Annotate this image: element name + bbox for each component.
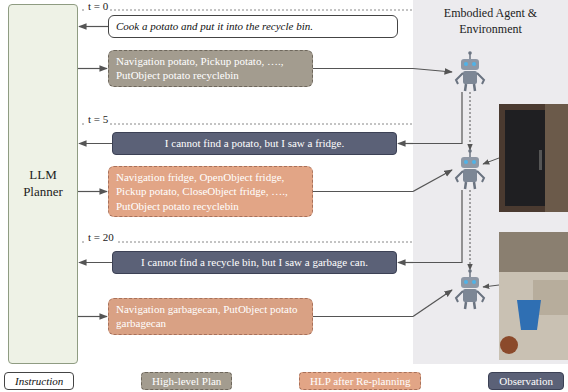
node-text: Cook a potato and put it into the recycl… <box>116 19 390 33</box>
observation-link <box>413 190 462 263</box>
observation-link <box>413 92 462 144</box>
time-label: t = 0 <box>86 0 110 12</box>
time-arrow <box>470 92 471 150</box>
observation-box: I cannot find a recycle bin, but I saw a… <box>112 251 397 274</box>
plan-link <box>413 170 452 192</box>
plan-link <box>313 191 413 192</box>
observation-link <box>398 143 413 144</box>
plan-link <box>413 290 452 317</box>
node-text: LLM Planner <box>16 167 70 201</box>
time-label: t = 5 <box>86 113 110 125</box>
legend-text: High-level Plan <box>152 375 221 387</box>
legend-swatch: HLP after Re-planning <box>299 372 421 390</box>
planner-box: LLM Planner <box>8 4 78 364</box>
instruction-box: Cook a potato and put it into the recycl… <box>108 15 398 38</box>
node-text: Navigation potato, Pickup potato, …., Pu… <box>116 54 305 83</box>
node-text: I cannot find a recycle bin, but I saw a… <box>120 255 389 269</box>
legend-swatch: Instruction <box>4 372 74 390</box>
observation-link <box>398 262 413 263</box>
robot-icon <box>456 51 484 91</box>
node-text: I cannot find a potato, but I saw a frid… <box>120 136 389 150</box>
legend-swatch: Observation <box>488 372 564 390</box>
flow-arrow <box>78 68 107 69</box>
node-text: Navigation garbagecan, PutObject potato … <box>116 302 305 331</box>
agent-illustration <box>413 0 568 364</box>
scene-arrow <box>483 158 499 164</box>
flow-arrow <box>79 26 108 27</box>
legend: Instruction High-level Plan HLP after Re-p… <box>4 372 564 390</box>
legend-text: Observation <box>499 375 553 387</box>
legend-text: HLP after Re-planning <box>310 375 410 387</box>
agent-panel: Embodied Agent & Environment <box>413 0 568 364</box>
plan-box: Navigation potato, Pickup potato, …., Pu… <box>108 50 313 87</box>
flow-arrow <box>78 191 107 192</box>
replan-box: Navigation garbagecan, PutObject potato … <box>108 298 313 335</box>
legend-text: Instruction <box>15 375 63 387</box>
scene-image <box>499 104 568 212</box>
replan-box: Navigation fridge, OpenObject fridge, Pi… <box>108 166 313 217</box>
robot-icon <box>456 149 484 189</box>
time-arrow <box>470 190 471 270</box>
node-text: Navigation fridge, OpenObject fridge, Pi… <box>116 170 305 213</box>
panel-heading: Embodied Agent & Environment <box>417 6 564 37</box>
plan-link <box>413 69 452 73</box>
scene-arrow <box>483 285 499 287</box>
robot-icon <box>456 269 484 309</box>
scene-image <box>499 232 568 360</box>
plan-link <box>313 68 413 69</box>
observation-box: I cannot find a potato, but I saw a frid… <box>112 132 397 155</box>
flow-arrow <box>78 316 107 317</box>
legend-swatch: High-level Plan <box>141 372 232 390</box>
flow-arrow <box>79 262 112 263</box>
plan-link <box>313 316 413 317</box>
time-label: t = 20 <box>86 231 116 243</box>
flow-arrow <box>79 143 112 144</box>
